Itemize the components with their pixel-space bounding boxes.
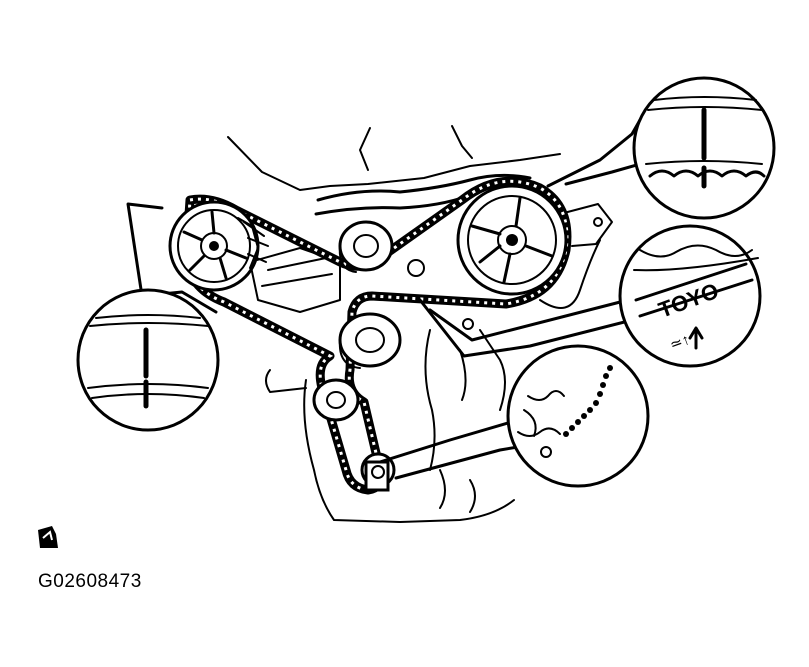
tensioner-pulley [312,378,360,422]
figure-code: G02608473 [38,571,142,592]
crankshaft-pulley [360,452,396,492]
left-camshaft-pulley [168,200,269,292]
crank-mark-dots [563,365,613,437]
middle-idler-pulley [338,312,402,369]
left-cam-timing-mark-callout [76,288,220,432]
belt-direction-mark: ≃↑ [668,331,693,354]
manual-reference-icon [38,526,58,548]
belt-marking-callout: TOYO ≃↑ [618,224,762,368]
upper-idler-pulley [338,220,394,273]
direction-arrow-icon [688,326,704,350]
right-cam-timing-mark-callout [632,76,776,220]
crankshaft-timing-mark-callout [506,344,650,488]
right-camshaft-pulley [456,184,568,296]
